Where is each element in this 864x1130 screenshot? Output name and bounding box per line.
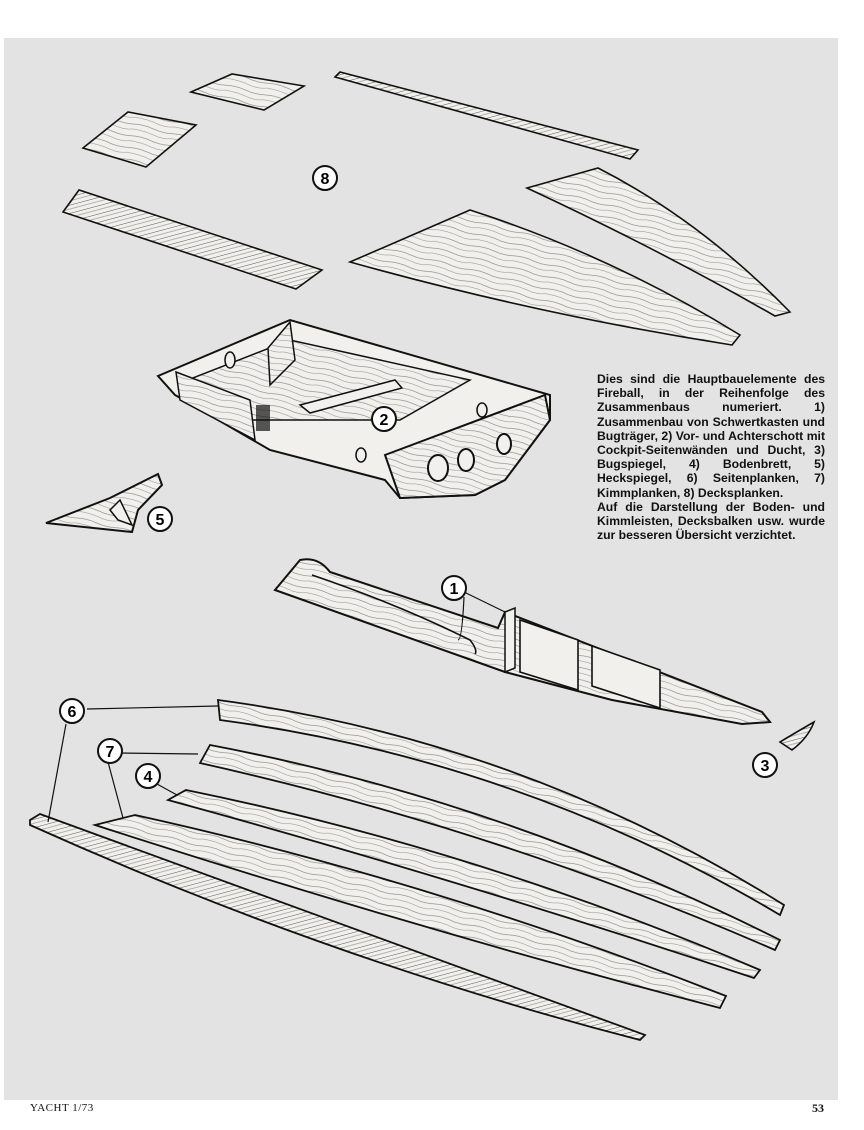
chine-plank-lower bbox=[91, 814, 728, 1010]
callout-label-4: 4 bbox=[144, 769, 153, 786]
figure-caption: Dies sind die Hauptbauelemente des Fireb… bbox=[597, 372, 825, 542]
callout-marker-1: 1 bbox=[441, 575, 467, 601]
transom bbox=[45, 472, 164, 534]
callout-leader-lines bbox=[47, 591, 506, 823]
publication-footer: YACHT 1/73 bbox=[30, 1102, 94, 1114]
foredeck-main bbox=[347, 209, 742, 346]
callout-marker-6: 6 bbox=[59, 698, 85, 724]
deck-plank-small-left bbox=[81, 111, 198, 168]
callout-label-8: 8 bbox=[321, 171, 330, 188]
callout-label-6: 6 bbox=[68, 704, 77, 721]
callout-label-5: 5 bbox=[156, 512, 165, 529]
side-plank-lower bbox=[29, 813, 647, 1041]
callout-marker-8: 8 bbox=[312, 165, 338, 191]
callout-marker-3: 3 bbox=[752, 752, 778, 778]
deck-strip-left bbox=[61, 189, 324, 290]
caption-paragraph-parts: Dies sind die Hauptbauelemente des Fireb… bbox=[597, 372, 825, 500]
caption-paragraph-note: Auf die Darstellung der Boden- und Kimml… bbox=[597, 499, 825, 543]
side-plank-upper bbox=[216, 698, 786, 917]
page-number: 53 bbox=[812, 1101, 824, 1115]
bulkhead-assembly bbox=[156, 318, 552, 500]
callout-label-2: 2 bbox=[380, 412, 389, 429]
callout-label-1: 1 bbox=[450, 581, 459, 598]
chine-plank-upper bbox=[198, 743, 782, 952]
callout-marker-2: 2 bbox=[371, 406, 397, 432]
foredeck-right bbox=[524, 167, 792, 317]
deck-plank-small-top bbox=[188, 73, 307, 111]
callout-marker-5: 5 bbox=[147, 506, 173, 532]
callout-label-7: 7 bbox=[106, 744, 115, 761]
bow-transom bbox=[778, 720, 816, 751]
deck-planks-group bbox=[61, 71, 792, 346]
callout-label-3: 3 bbox=[761, 758, 770, 775]
centreboard-case-assembly bbox=[273, 558, 772, 726]
callout-marker-4: 4 bbox=[135, 763, 161, 789]
bottom-board bbox=[165, 789, 762, 980]
hull-planks-group bbox=[29, 698, 786, 1041]
callout-marker-7: 7 bbox=[97, 738, 123, 764]
deck-strip-top bbox=[333, 71, 640, 160]
